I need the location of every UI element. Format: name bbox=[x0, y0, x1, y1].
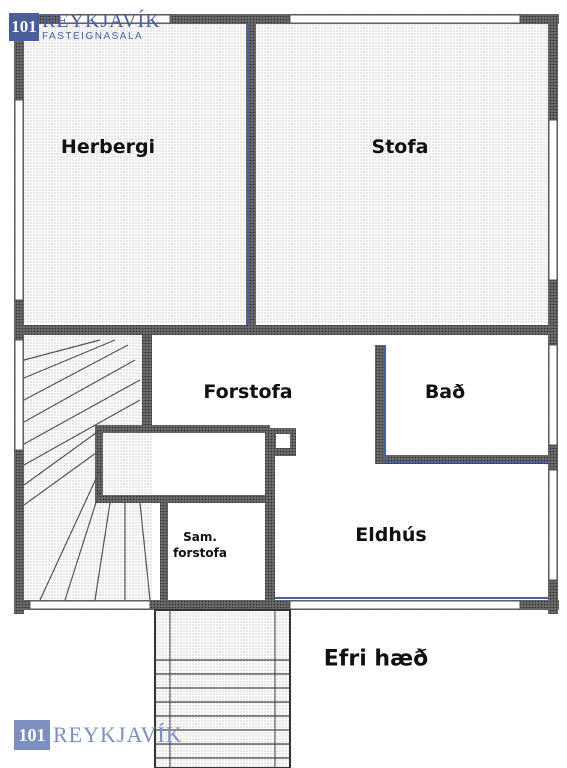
accent-wall-lines bbox=[247, 24, 548, 599]
logo-name: REYKJAVÍK bbox=[42, 10, 161, 32]
stair-area-floor bbox=[20, 335, 152, 600]
floor-label: Efri hæð bbox=[323, 646, 429, 672]
label-sam: Sam. bbox=[183, 530, 217, 544]
logo-bottom-text: REYKJAVÍK bbox=[53, 724, 183, 746]
label-forstofa: Forstofa bbox=[203, 381, 293, 403]
label-bad: Bað bbox=[424, 381, 466, 403]
label-sam-forstofa: Sam. forstofa bbox=[173, 529, 227, 561]
entrance-steps bbox=[154, 609, 291, 768]
logo-text: REYKJAVÍK FASTEIGNASALA bbox=[42, 11, 161, 42]
logo-mark: 101 bbox=[9, 12, 39, 41]
room-herbergi-floor bbox=[24, 24, 246, 324]
room-stofa-floor bbox=[256, 24, 548, 324]
label-eldhus: Eldhús bbox=[355, 524, 427, 546]
stair-treads bbox=[23, 339, 151, 601]
room-eldhus-floor bbox=[276, 460, 542, 598]
logo-sub: FASTEIGNASALA bbox=[42, 31, 144, 42]
outer-walls bbox=[14, 14, 559, 614]
logo-bottom: 101 REYKJAVÍK bbox=[14, 720, 183, 750]
label-stofa: Stofa bbox=[371, 136, 429, 158]
label-herbergi: Herbergi bbox=[60, 136, 156, 158]
windows bbox=[14, 14, 558, 610]
label-forstofa-small: forstofa bbox=[173, 546, 227, 560]
inner-walls bbox=[24, 24, 548, 605]
logo-top: 101 REYKJAVÍK FASTEIGNASALA bbox=[9, 11, 161, 42]
logo-bottom-mark: 101 bbox=[14, 720, 50, 750]
logo-bottom-name: REYKJAVÍK bbox=[53, 722, 183, 747]
